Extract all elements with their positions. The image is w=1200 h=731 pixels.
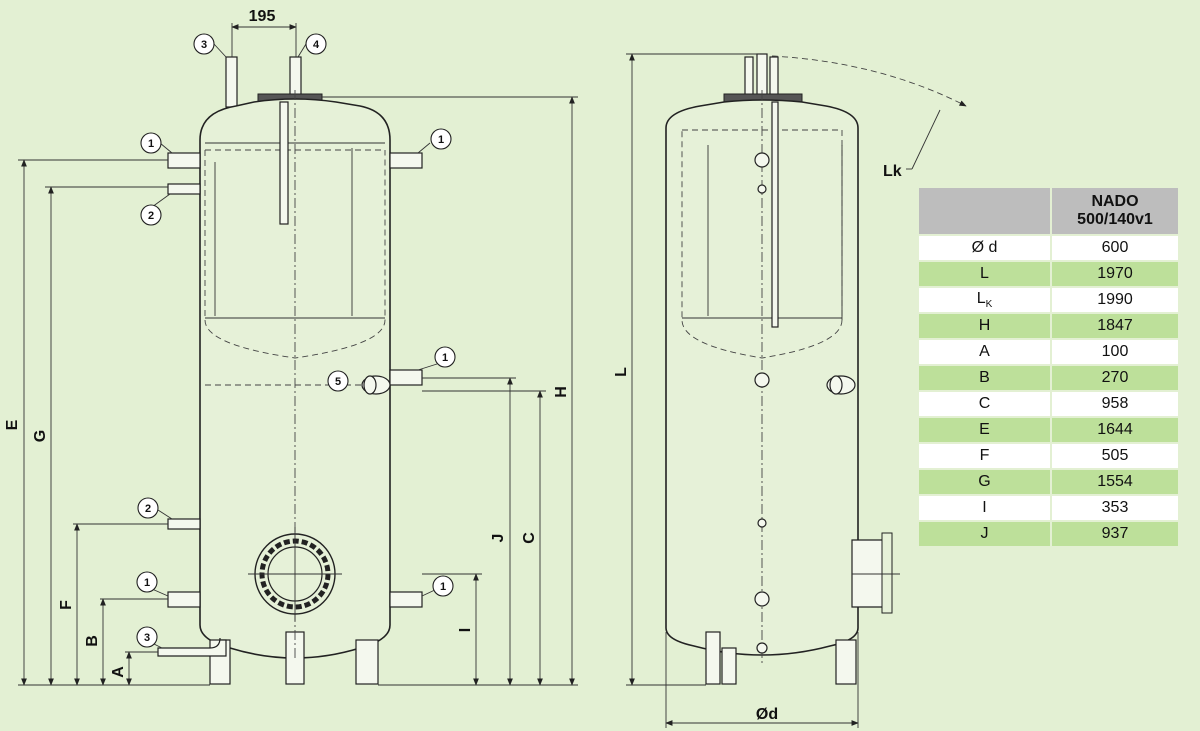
pipe-1-left-bottom bbox=[167, 591, 201, 608]
dim-J: J bbox=[490, 534, 507, 543]
callout-1-right-bottom: 1 bbox=[432, 575, 454, 597]
row-value: 1644 bbox=[1050, 418, 1178, 442]
pipe-3-top bbox=[225, 56, 238, 108]
dim-Lk: Lk bbox=[883, 163, 902, 180]
row-value: 270 bbox=[1050, 366, 1178, 390]
row-label: F bbox=[919, 444, 1050, 468]
callout-1-left-bottom: 1 bbox=[136, 571, 158, 593]
callout-2-lower: 2 bbox=[137, 497, 159, 519]
dim-diameter: Ød bbox=[756, 706, 778, 723]
front-foot-right bbox=[355, 639, 379, 685]
row-label: C bbox=[919, 392, 1050, 416]
svg-text:2: 2 bbox=[148, 210, 154, 222]
svg-text:1: 1 bbox=[440, 581, 446, 593]
row-label: I bbox=[919, 496, 1050, 520]
pipe-1-right-top bbox=[389, 152, 423, 169]
dim-C: C bbox=[521, 532, 538, 544]
row-label: A bbox=[919, 340, 1050, 364]
row-label: Ø d bbox=[919, 236, 1050, 260]
table-header-blank bbox=[919, 188, 1050, 234]
side-pipe-5 bbox=[826, 375, 856, 395]
front-view: 195 E G F B A J C H I bbox=[4, 8, 578, 686]
pipe-5-stub bbox=[361, 375, 391, 395]
table-header-model: NADO 500/140v1 bbox=[1050, 188, 1178, 234]
row-label: H bbox=[919, 314, 1050, 338]
row-value: 1970 bbox=[1050, 262, 1178, 286]
callout-1-left-top: 1 bbox=[140, 132, 162, 154]
row-label: LK bbox=[919, 288, 1050, 312]
svg-text:4: 4 bbox=[313, 39, 320, 51]
row-value: 1847 bbox=[1050, 314, 1178, 338]
svg-text:1: 1 bbox=[442, 352, 448, 364]
callout-1-right-mid: 1 bbox=[434, 346, 456, 368]
dim-A: A bbox=[110, 666, 127, 678]
dim-E: E bbox=[4, 419, 21, 430]
pipe-3-bottom bbox=[157, 637, 227, 657]
callout-1-right-top: 1 bbox=[430, 128, 452, 150]
model-line-2: 500/140v1 bbox=[1077, 211, 1153, 228]
callout-2-upper: 2 bbox=[140, 204, 162, 226]
callout-5: 5 bbox=[327, 370, 349, 392]
row-value: 1554 bbox=[1050, 470, 1178, 494]
side-manhole-flange bbox=[851, 532, 900, 614]
row-label: J bbox=[919, 522, 1050, 546]
svg-text:3: 3 bbox=[144, 632, 150, 644]
svg-text:1: 1 bbox=[148, 138, 154, 150]
row-label: B bbox=[919, 366, 1050, 390]
pipe-1-left-top bbox=[167, 152, 201, 169]
row-value: 958 bbox=[1050, 392, 1178, 416]
callout-3-bottom: 3 bbox=[136, 626, 158, 648]
svg-text:3: 3 bbox=[201, 39, 207, 51]
callout-4-top: 4 bbox=[305, 33, 327, 55]
dim-I: I bbox=[457, 628, 474, 632]
row-value: 353 bbox=[1050, 496, 1178, 520]
pipe-2-left-lower bbox=[167, 518, 201, 530]
model-line-1: NADO bbox=[1091, 193, 1139, 210]
svg-text:1: 1 bbox=[144, 577, 150, 589]
dim-H: H bbox=[553, 386, 570, 398]
row-label: L bbox=[919, 262, 1050, 286]
row-label: E bbox=[919, 418, 1050, 442]
dim-F: F bbox=[58, 600, 75, 610]
pipe-1-right-bottom bbox=[389, 591, 423, 608]
side-view: L Lk Ød bbox=[613, 53, 967, 728]
row-value: 100 bbox=[1050, 340, 1178, 364]
pipe-1-right-mid bbox=[389, 369, 423, 386]
svg-text:1: 1 bbox=[438, 134, 444, 146]
callout-3-top: 3 bbox=[193, 33, 215, 55]
row-value: 937 bbox=[1050, 522, 1178, 546]
row-value: 1990 bbox=[1050, 288, 1178, 312]
svg-text:2: 2 bbox=[145, 503, 151, 515]
row-value: 600 bbox=[1050, 236, 1178, 260]
dim-L: L bbox=[613, 367, 630, 377]
dim-195: 195 bbox=[249, 8, 276, 25]
svg-text:5: 5 bbox=[335, 376, 341, 388]
dim-B: B bbox=[84, 635, 101, 647]
row-value: 505 bbox=[1050, 444, 1178, 468]
row-label: G bbox=[919, 470, 1050, 494]
pipe-2-left-upper bbox=[167, 183, 201, 195]
dim-G: G bbox=[32, 430, 49, 442]
manhole-flange bbox=[248, 527, 342, 621]
